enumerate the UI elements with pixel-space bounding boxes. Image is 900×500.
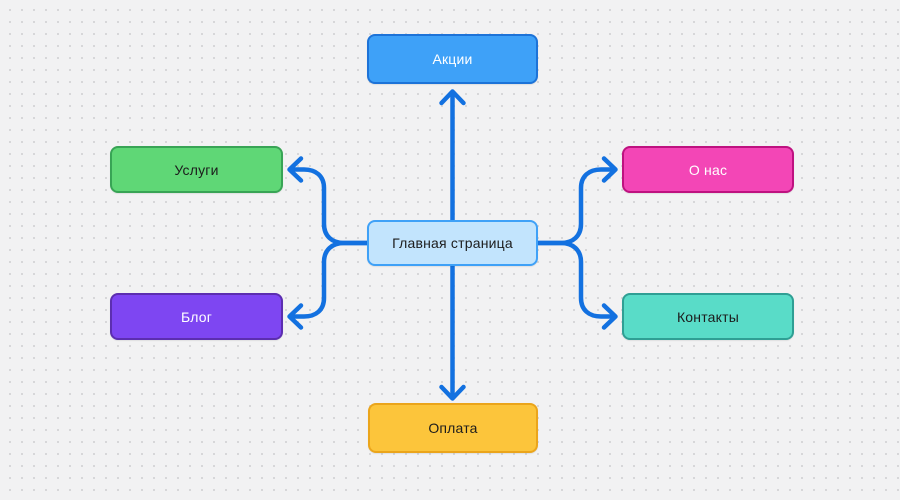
arrowhead-left-icon [287, 156, 304, 183]
node-contacts-label: Контакты [676, 308, 740, 325]
arrowhead-right-icon [601, 156, 618, 183]
node-about-label: О нас [688, 161, 728, 178]
arrowhead-right-icon [601, 303, 618, 330]
connector-home-contacts[interactable] [535, 240, 617, 319]
arrowhead-left-icon [287, 303, 304, 330]
node-contacts[interactable]: Контакты [622, 293, 794, 340]
node-promotions[interactable]: Акции [367, 34, 538, 84]
node-payment[interactable]: Оплата [368, 403, 538, 453]
node-services[interactable]: Услуги [110, 146, 283, 193]
node-promotions-label: Акции [432, 51, 473, 67]
arrowhead-down-icon [439, 384, 466, 401]
connector-home-blog[interactable] [288, 240, 371, 319]
node-about[interactable]: О нас [622, 146, 794, 193]
node-home[interactable]: Главная страница [367, 220, 538, 266]
node-services-label: Услуги [174, 161, 219, 178]
node-payment-label: Оплата [428, 420, 478, 436]
connectors [287, 89, 618, 401]
node-blog-label: Блог [180, 308, 213, 325]
node-blog[interactable]: Блог [110, 293, 283, 340]
node-home-label: Главная страница [392, 235, 513, 251]
arrowhead-up-icon [439, 89, 466, 106]
